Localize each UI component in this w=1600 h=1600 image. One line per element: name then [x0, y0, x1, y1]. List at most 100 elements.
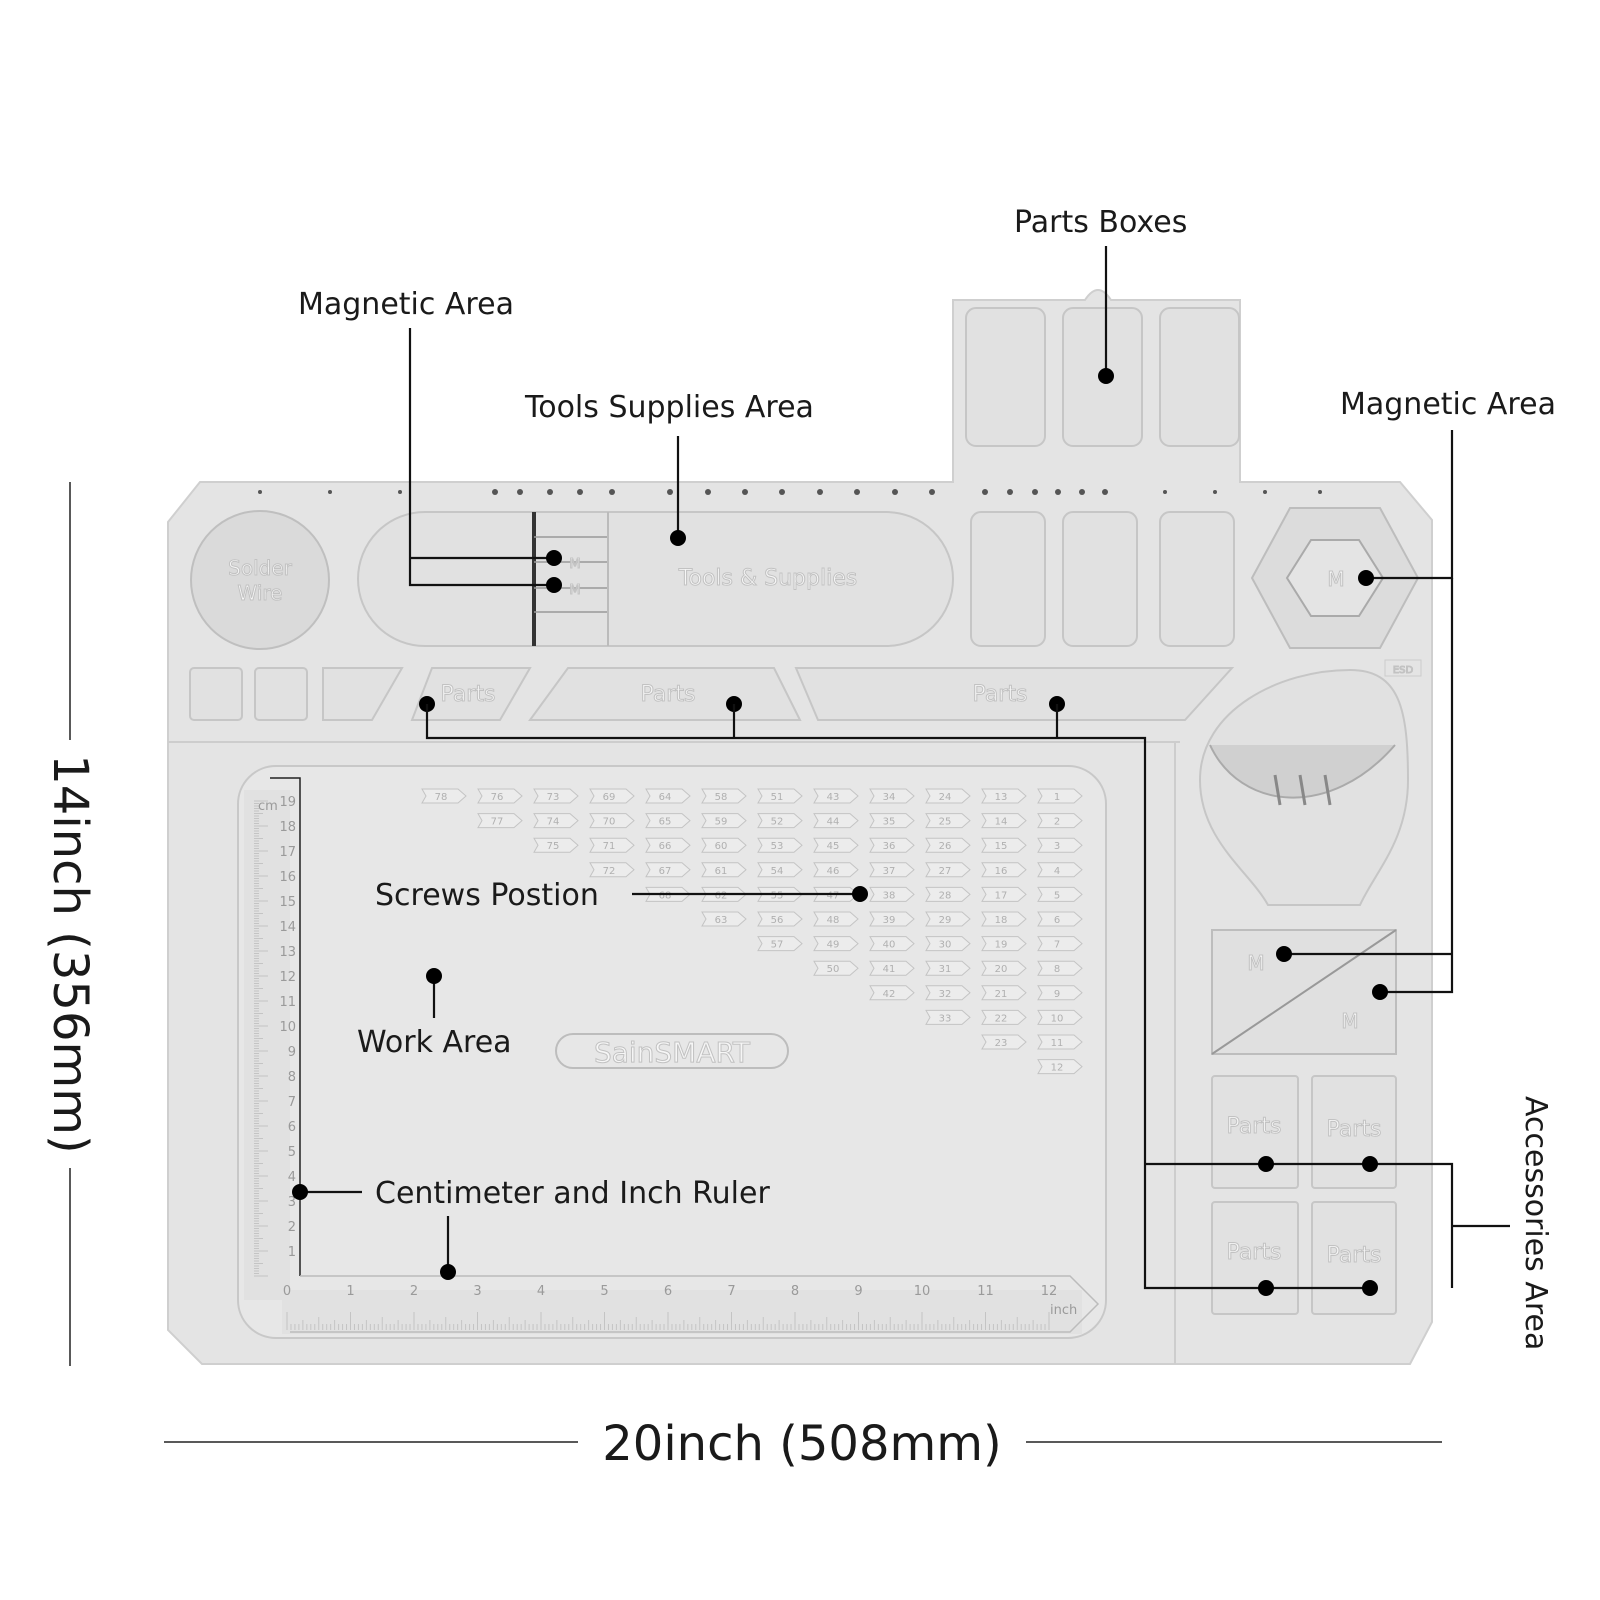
screw-slot: 36 [869, 837, 915, 853]
callout-screws-position: Screws Postion [375, 878, 599, 913]
screw-slot-number: 27 [939, 866, 952, 877]
inch-tick-label: 10 [914, 1284, 931, 1299]
screw-slot-number: 72 [603, 866, 616, 877]
screw-slot: 31 [925, 960, 971, 976]
parts-label: Parts [1227, 1240, 1282, 1265]
screw-slot: 52 [757, 813, 803, 829]
bulb-holder-well [1198, 668, 1410, 906]
screw-slot: 6 [1037, 911, 1083, 927]
screw-slot-number: 16 [995, 866, 1008, 877]
screw-slot: 19 [981, 936, 1027, 952]
edge-dots [258, 489, 1322, 495]
screw-slot-number: 67 [659, 866, 672, 877]
tools-supplies-tray: M M Tools & Supplies [357, 511, 954, 647]
screw-slot: 64 [645, 788, 691, 804]
screw-slot-number: 56 [771, 915, 784, 926]
screw-slot: 59 [701, 813, 747, 829]
screw-slot-number: 6 [1054, 915, 1060, 926]
screw-slot-number: 20 [995, 964, 1008, 975]
inch-unit-label: inch [1050, 1303, 1077, 1318]
screw-slot-number: 53 [771, 841, 784, 852]
screw-slot: 23 [981, 1034, 1027, 1050]
screw-slot-number: 41 [883, 964, 896, 975]
screw-slot: 22 [981, 1009, 1027, 1025]
screw-slot: 75 [533, 837, 579, 853]
screw-slot-number: 35 [883, 817, 896, 828]
inch-tick-label: 6 [664, 1284, 672, 1299]
screw-slot: 2 [1037, 813, 1083, 829]
screw-slot: 69 [589, 788, 635, 804]
screw-slot-number: 7 [1054, 940, 1060, 951]
screw-slot: 71 [589, 837, 635, 853]
screw-slot: 11 [1037, 1034, 1083, 1050]
screw-slot-number: 39 [883, 915, 896, 926]
screw-slot-number: 11 [1051, 1038, 1064, 1049]
screw-slot: 40 [869, 936, 915, 952]
screw-slot-number: 8 [1054, 964, 1060, 975]
screw-slot: 16 [981, 862, 1027, 878]
screw-slot: 27 [925, 862, 971, 878]
screw-slot: 73 [533, 788, 579, 804]
width-dimension-label: 20inch (508mm) [602, 1416, 1002, 1472]
screw-slot-number: 62 [715, 890, 728, 901]
callout-parts-boxes: Parts Boxes [1014, 205, 1187, 240]
tools-supplies-label: Tools & Supplies [678, 566, 857, 591]
screw-slot-number: 66 [659, 841, 672, 852]
screw-slot-number: 38 [883, 890, 896, 901]
screw-slot-number: 29 [939, 915, 952, 926]
cm-tick-label: 14 [279, 920, 296, 935]
screw-slot-number: 34 [883, 792, 896, 803]
inch-tick-label: 4 [537, 1284, 545, 1299]
inch-tick-label: 1 [346, 1284, 354, 1299]
screw-slot: 41 [869, 960, 915, 976]
screw-slot-number: 5 [1054, 890, 1060, 901]
callout-accessories-area: Accessories Area [1518, 1096, 1553, 1350]
screw-slot: 21 [981, 985, 1027, 1001]
height-dimension-label: 14inch (356mm) [42, 754, 98, 1154]
screw-slot-number: 57 [771, 940, 784, 951]
screw-slot-number: 9 [1054, 989, 1060, 1000]
screw-slot-number: 37 [883, 866, 896, 877]
screw-slot-number: 4 [1054, 866, 1060, 877]
screw-slot-number: 22 [995, 1013, 1008, 1024]
solder-label-line1: Solder [228, 556, 292, 580]
screw-slot-number: 64 [659, 792, 672, 803]
inch-tick-label: 5 [600, 1284, 608, 1299]
screw-slot-number: 33 [939, 1013, 952, 1024]
magnet-label: M [1247, 951, 1264, 975]
screw-slot: 61 [701, 862, 747, 878]
screw-slot-number: 60 [715, 841, 728, 852]
screw-slot-number: 31 [939, 964, 952, 975]
screw-slot-number: 77 [491, 817, 504, 828]
height-dimension: 14inch (356mm) [42, 482, 98, 1366]
screw-slot: 30 [925, 936, 971, 952]
screw-slot-number: 25 [939, 817, 952, 828]
screw-slot: 13 [981, 788, 1027, 804]
magnet-label: M [569, 583, 580, 598]
screw-slot: 46 [813, 862, 859, 878]
parts-trays-row: Parts Parts Parts [189, 667, 1235, 721]
screw-slot-number: 3 [1054, 841, 1060, 852]
cm-unit-label: cm [258, 799, 278, 814]
screw-slot: 12 [1037, 1059, 1083, 1075]
screw-slot: 26 [925, 837, 971, 853]
screw-slot-number: 58 [715, 792, 728, 803]
screw-slot: 28 [925, 886, 971, 902]
inch-tick-label: 8 [791, 1284, 799, 1299]
inch-tick-label: 0 [283, 1284, 291, 1299]
screw-slot: 24 [925, 788, 971, 804]
magnet-label: M [569, 557, 580, 572]
screw-slot-number: 30 [939, 940, 952, 951]
cm-tick-label: 12 [279, 970, 296, 985]
callout-work-area: Work Area [357, 1025, 512, 1060]
screw-slot: 60 [701, 837, 747, 853]
screw-slot: 14 [981, 813, 1027, 829]
inch-tick-label: 9 [854, 1284, 862, 1299]
screw-slot-number: 1 [1054, 792, 1060, 803]
screw-slot-number: 69 [603, 792, 616, 803]
screw-slot-number: 54 [771, 866, 784, 877]
magnet-label: M [1341, 1009, 1358, 1033]
